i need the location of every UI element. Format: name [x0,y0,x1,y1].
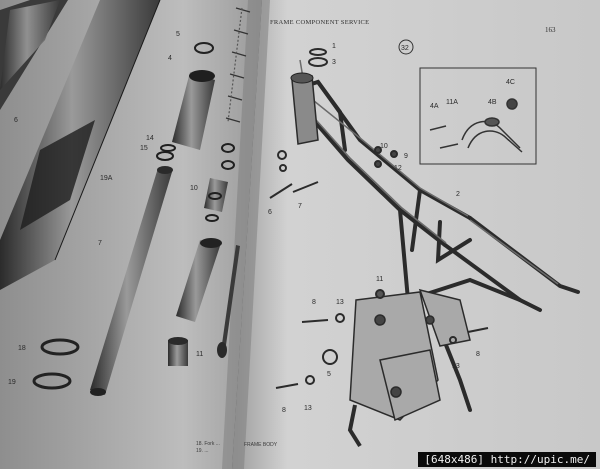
seal-18 [40,338,80,356]
label-r11: 11 [376,276,383,283]
label-6: 6 [14,117,18,124]
fork-leg-6 [0,0,161,290]
label-r13a: 13 [336,299,344,306]
detail-inset-box [419,67,537,165]
left-caption-1: 18. Fork ... [196,441,220,447]
fasteners-right [269,48,489,389]
fork-spring [225,7,251,123]
label-14: 14 [146,135,154,142]
stanchion-7 [90,166,173,396]
label-r3: 3 [332,59,336,66]
engine-mount-plates [349,288,471,422]
label-r8a: 8 [312,299,316,306]
label-r4a: 4A [430,103,439,110]
label-r13c: 13 [304,405,312,412]
fork-tube-large [0,0,68,110]
label-10: 10 [190,185,198,192]
label-r8c: 8 [282,407,286,414]
label-r7: 7 [298,203,302,210]
watermark: [648x486] http://upic.me/ [418,452,596,467]
label-7: 7 [98,240,102,247]
label-18: 18 [18,345,26,352]
cylinder-4 [172,42,215,150]
label-11: 11 [196,351,203,358]
label-19: 19 [8,379,16,386]
figure-number: 32 [401,45,409,52]
figure-number-circle [398,39,414,55]
label-r2: 2 [456,191,460,198]
frame-headstock [290,72,319,145]
label-r12: 12 [394,165,402,172]
label-15: 15 [140,145,148,152]
label-r1: 1 [332,43,336,50]
left-caption-2: 19. ... [196,448,209,454]
label-r5: 5 [327,371,331,378]
side-stand [347,404,362,448]
footer-caption: FRAME BODY [244,442,278,448]
label-r10: 10 [380,143,388,150]
page-number: 163 [545,26,556,34]
label-r11a: 11A [446,99,458,106]
cylinder-10 [176,178,228,322]
damper-rod [217,245,240,358]
label-5: 5 [176,31,180,38]
washers-left [156,143,235,222]
page-header: FRAME COMPONENT SERVICE [270,19,369,26]
label-r13b: 13 [452,363,460,370]
inset-bracket [429,98,523,153]
label-r9: 9 [404,153,408,160]
label-r6: 6 [268,209,272,216]
label-19a: 19A [100,175,113,182]
label-4: 4 [168,55,172,62]
bushing-11 [168,337,188,366]
seal-19 [32,372,72,390]
page-gutter [222,0,270,469]
label-r4c: 4C [506,79,515,86]
label-r8b: 8 [476,351,480,358]
label-r4b: 4B [488,99,497,106]
